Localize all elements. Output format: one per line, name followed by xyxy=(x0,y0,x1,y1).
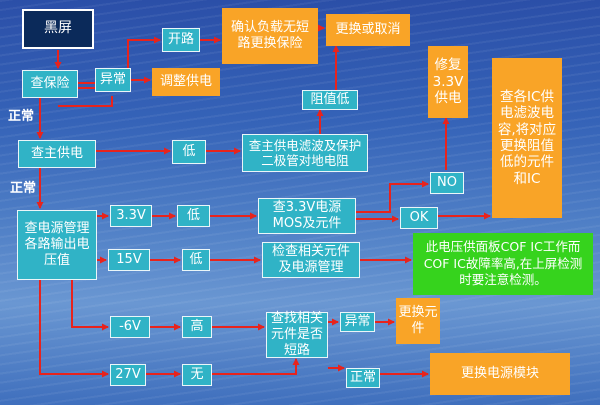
low-resistance-label: 阻值低 xyxy=(302,90,358,110)
replace-power-module-box: 更换电源模块 xyxy=(430,353,570,395)
normal-label-2: 正常 xyxy=(10,181,37,196)
abnormal-label-2: 异常 xyxy=(340,312,375,332)
low-box-1: 低 xyxy=(172,140,206,164)
normal-label-1: 正常 xyxy=(8,109,35,124)
confirm-load-replace-fuse-box: 确认负载无短路更换保险 xyxy=(222,8,318,64)
repair-3v3-box: 修复3.3V供电 xyxy=(428,46,468,118)
adjust-power-box: 调整供电 xyxy=(152,68,220,96)
start-node-black-screen: 黑屏 xyxy=(22,9,94,49)
check-fuse-box: 查保险 xyxy=(22,70,78,98)
no-label: NO xyxy=(430,172,464,194)
voltage-27v-box: 27V xyxy=(110,364,146,386)
none-box: 无 xyxy=(182,364,212,386)
voltage-neg6v-box: -6V xyxy=(110,316,150,338)
check-ic-capacitors-box: 查各IC供电滤波电容,将对应更换阻值低的元件和IC xyxy=(492,58,562,218)
low-box-2: 低 xyxy=(177,205,210,227)
open-circuit-box: 开路 xyxy=(162,28,200,52)
check-main-power-box: 查主供电 xyxy=(18,140,96,168)
voltage-15v-box: 15V xyxy=(108,249,150,271)
replace-components-box: 更换元件 xyxy=(396,298,440,344)
cof-ic-note-box: 此电压供面板COF IC工作而COF IC故障率高,在上屏检测时要注意检测。 xyxy=(413,233,593,295)
find-short-box: 查找相关元件是否短路 xyxy=(266,311,328,358)
check-power-outputs-box: 查电源管理各路输出电压值 xyxy=(17,210,97,280)
voltage-3v3-box: 3.3V xyxy=(110,205,152,227)
check-related-components-box: 检查相关元件及电源管理 xyxy=(262,242,360,278)
abnormal-label-1: 异常 xyxy=(95,68,131,92)
replace-or-cancel-box: 更换或取消 xyxy=(326,14,410,46)
low-box-3: 低 xyxy=(182,249,210,271)
check-filter-protection-box: 查主供电滤波及保护二极管对地电阻 xyxy=(242,134,368,172)
ok-label: OK xyxy=(400,207,438,229)
normal-label-3: 正常 xyxy=(346,368,380,388)
high-box: 高 xyxy=(182,316,212,338)
check-3v3-mos-box: 查3.3V电源MOS及元件 xyxy=(258,198,356,234)
